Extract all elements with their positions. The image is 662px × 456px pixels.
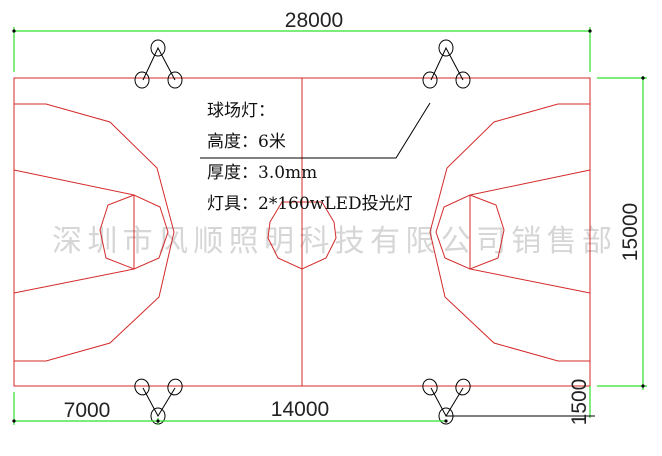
three-point-line-right [429,103,590,362]
note-height: 高度：6米 [207,132,286,152]
key-right [469,169,591,294]
note-leader-line [200,102,431,159]
light-pole-top-left [134,39,183,89]
watermark: 深圳市风顺照明科技有限公司销售部 [52,224,612,259]
key-left [13,169,135,294]
dimension-width: 15000 [619,203,642,261]
dimension-length: 28000 [285,9,343,32]
note-title: 球场灯： [207,101,275,121]
dimension-offset-left: 7000 [64,399,111,422]
note-fixture: 灯具：2*160wLED投光灯 [207,194,413,214]
light-pole-bottom-left [134,378,183,425]
dimension-lines [12,27,647,425]
dimension-spacing: 14000 [271,398,329,421]
note-thickness: 厚度：3.0mm [207,163,317,183]
right-half [429,103,591,362]
light-pole-bottom-right [422,378,471,425]
dimension-setback: 1500 [568,379,591,426]
free-throw-circle-left [99,194,169,270]
light-pole-top-right [422,39,471,89]
center-circle [267,201,337,270]
free-throw-circle-right [435,194,505,270]
three-point-line-left [14,103,175,362]
left-half [13,103,175,362]
court-outline [13,77,591,387]
